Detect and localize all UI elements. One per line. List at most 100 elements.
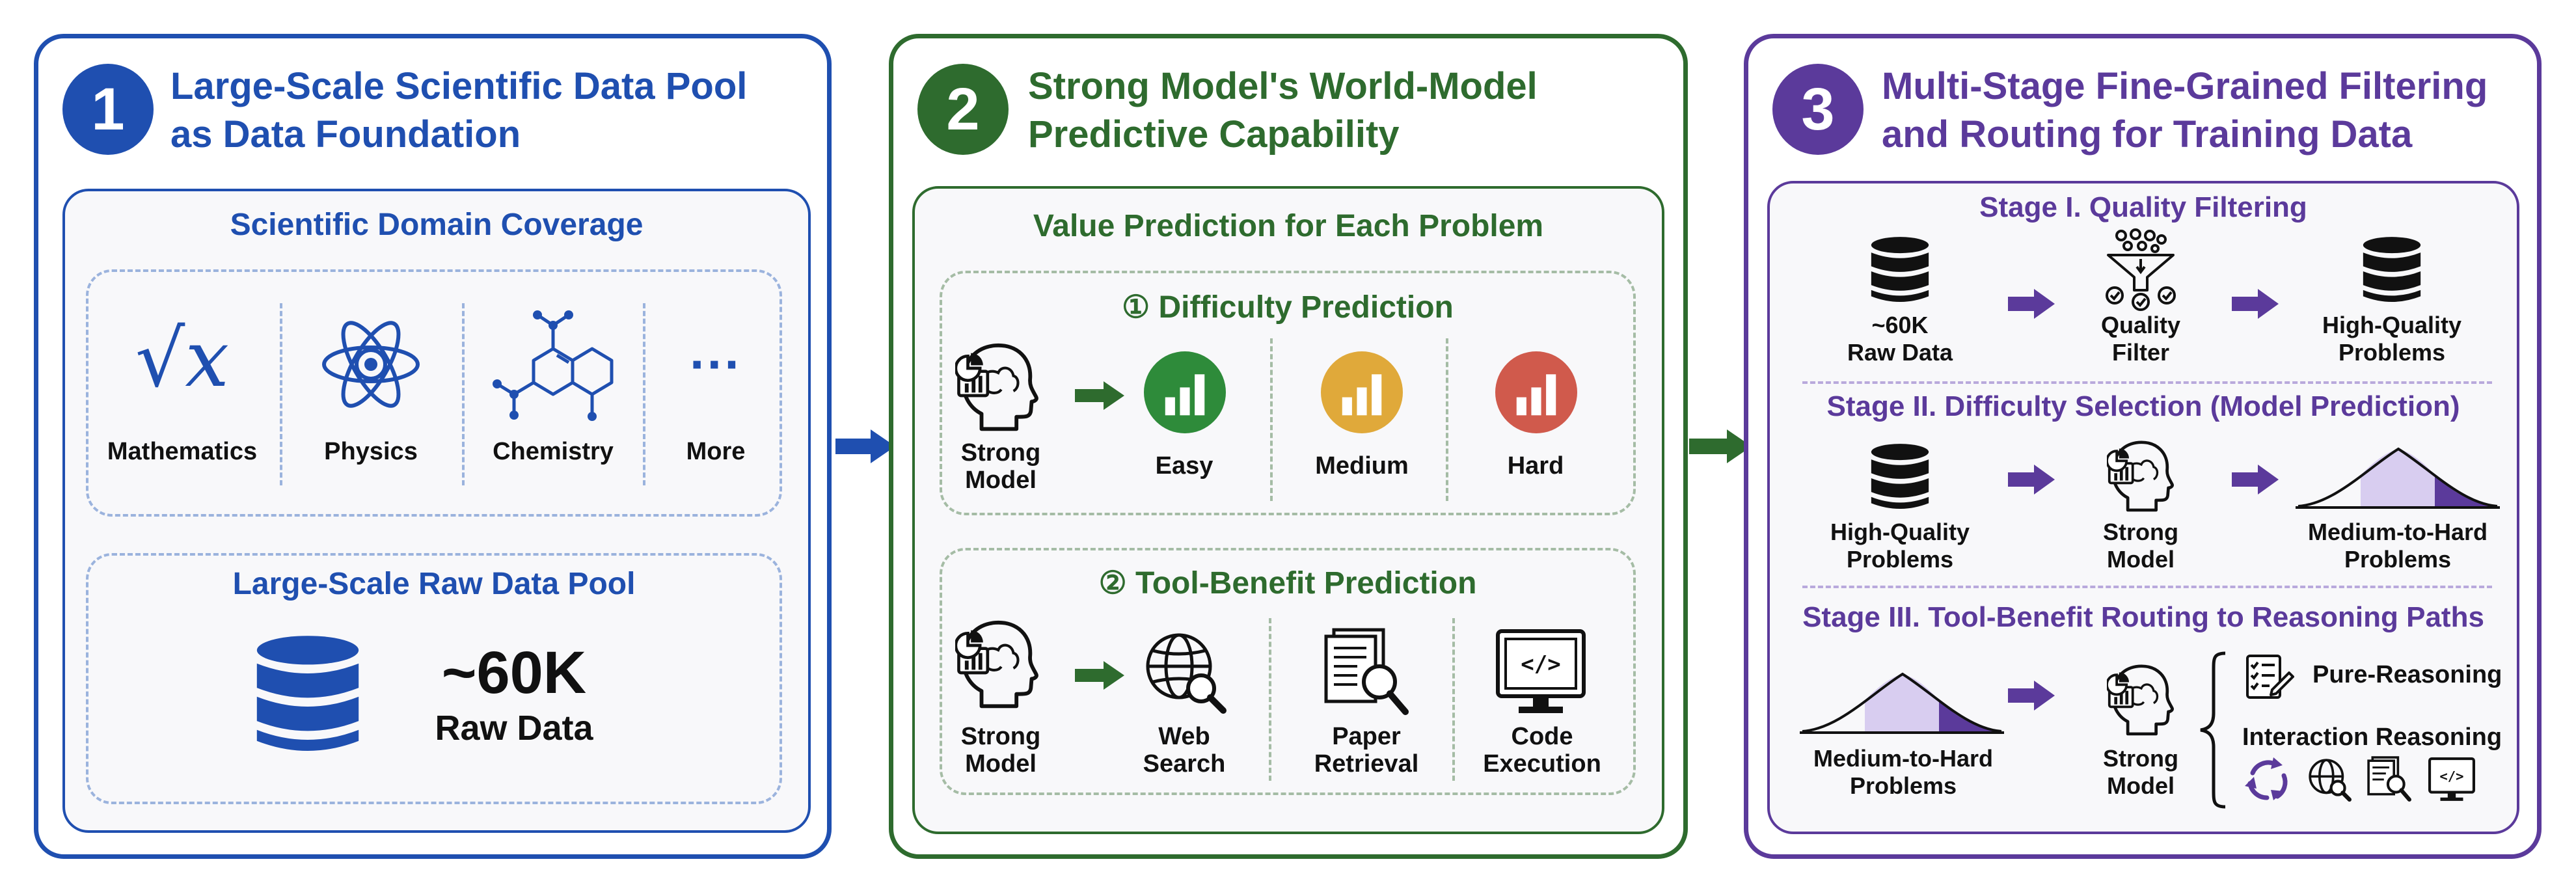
- svg-text:</>: </>: [1521, 651, 1560, 677]
- database-icon: [1871, 237, 1929, 302]
- difficulty-label-hard: Hard: [1507, 452, 1564, 480]
- difficulty-divider: [1446, 338, 1448, 501]
- stage2-output-label: Medium-to-Hard: [2308, 519, 2488, 545]
- difficulty-label-easy: Easy: [1155, 452, 1213, 480]
- panel1-title-line1: Large-Scale Scientific Data Pool: [170, 65, 748, 107]
- strong-model-head-icon: [955, 618, 1040, 709]
- stage3-input-label: Problems: [1849, 772, 1957, 799]
- molecule-icon: [493, 310, 614, 421]
- code-execution-icon: </>: [1496, 629, 1586, 713]
- difficulty-prediction-title: ① Difficulty Prediction: [1122, 290, 1454, 325]
- interaction-reasoning-label: Interaction Reasoning: [2242, 724, 2502, 751]
- routing-brace-icon: [2200, 651, 2226, 809]
- stage1-filter-label: Filter: [2111, 339, 2169, 366]
- panel1-title-line2: as Data Foundation: [170, 113, 521, 156]
- strong-model-label: Strong: [960, 723, 1041, 750]
- stage2-output-label: Problems: [2344, 546, 2452, 573]
- pool-title: Large-Scale Raw Data Pool: [232, 567, 636, 601]
- stage1-raw-label: Raw Data: [1847, 339, 1953, 366]
- web-search-icon: [1146, 633, 1227, 714]
- svg-text:</>: </>: [2439, 768, 2463, 784]
- arrow-panel1-to-panel2: [835, 429, 895, 463]
- pool-count: ~60K: [441, 640, 587, 706]
- tool-label-web-search: Web: [1158, 723, 1210, 750]
- domain-divider: [280, 303, 282, 485]
- tool-label-paper-retrieval: Retrieval: [1314, 750, 1419, 778]
- stage1-title: Stage I. Quality Filtering: [1979, 191, 2307, 223]
- domain-divider: [643, 303, 645, 485]
- stage1-output-label: High-Quality: [2322, 312, 2461, 338]
- database-icon: [256, 636, 359, 751]
- strong-model-label: Model: [965, 750, 1037, 778]
- stage2-input-label: High-Quality: [1830, 519, 1970, 545]
- code-execution-icon: </>: [2428, 757, 2475, 801]
- pool-label: Raw Data: [435, 709, 593, 748]
- cycle-arrows-icon: [2245, 757, 2288, 800]
- hard-bars-icon: [1495, 351, 1577, 433]
- arrow-right-icon: [1075, 381, 1124, 410]
- domain-coverage-box: [86, 269, 782, 517]
- domain-label-mathematics: Mathematics: [107, 438, 258, 465]
- arrow-panel2-to-panel3: [1689, 429, 1752, 463]
- stage-divider: [1802, 586, 2492, 588]
- tool-divider: [1452, 618, 1455, 781]
- stage1-output-label: Problems: [2338, 339, 2446, 366]
- stage-divider: [1802, 381, 2492, 384]
- database-icon: [2363, 237, 2421, 302]
- stage3-model-label: Model: [2107, 772, 2175, 799]
- paper-retrieval-icon: [2367, 756, 2411, 802]
- distribution-curve-icon: [1800, 672, 2004, 734]
- panel3-title-line1: Multi-Stage Fine-Grained Filtering: [1882, 65, 2488, 107]
- stage2-input-label: Problems: [1846, 546, 1954, 573]
- arrow-right-icon: [2232, 465, 2279, 494]
- arrow-right-icon: [2008, 289, 2055, 319]
- paper-retrieval-icon: [1324, 628, 1409, 715]
- tool-label-code-execution: Execution: [1483, 750, 1601, 778]
- stage1-raw-label: ~60K: [1871, 312, 1929, 338]
- domain-label-more: More: [686, 438, 746, 465]
- panel1-content-box: [62, 189, 811, 833]
- panel2-title-line1: Strong Model's World-Model: [1028, 65, 1538, 107]
- domain-divider: [462, 303, 465, 485]
- panel2-content-box: [912, 186, 1664, 834]
- domain-label-physics: Physics: [324, 438, 418, 465]
- difficulty-prediction-box: [940, 271, 1636, 515]
- step-number-3: 3: [1772, 64, 1864, 155]
- arrow-right-icon: [2008, 465, 2055, 494]
- tool-benefit-box: [940, 548, 1636, 795]
- medium-bars-icon: [1321, 351, 1403, 433]
- strong-model-head-icon: [2107, 439, 2175, 513]
- strong-model-head-icon: [2107, 662, 2175, 737]
- atom-icon: [322, 321, 420, 408]
- database-icon: [1871, 444, 1929, 509]
- difficulty-label-medium: Medium: [1315, 452, 1409, 480]
- pure-reasoning-label: Pure-Reasoning: [2312, 661, 2502, 688]
- raw-data-pool-box: [86, 553, 782, 804]
- ellipsis-icon: ···: [690, 335, 742, 393]
- easy-bars-icon: [1144, 351, 1226, 433]
- stage2-title: Stage II. Difficulty Selection (Model Pr…: [1826, 390, 2460, 422]
- tool-label-code-execution: Code: [1511, 723, 1573, 750]
- arrow-right-icon: [2008, 681, 2055, 711]
- panel3-title-line2: and Routing for Training Data: [1882, 113, 2413, 156]
- arrow-right-icon: [2232, 289, 2279, 319]
- distribution-curve-icon: [2296, 447, 2500, 509]
- stage1-filter-label: Quality: [2100, 312, 2181, 338]
- tool-divider: [1269, 618, 1271, 781]
- stage3-input-label: Medium-to-Hard: [1813, 745, 1993, 772]
- tool-label-web-search: Search: [1143, 750, 1226, 778]
- stage2-model-label: Model: [2107, 546, 2175, 573]
- stage3-title: Stage III. Tool-Benefit Routing to Reaso…: [1802, 601, 2484, 633]
- difficulty-divider: [1270, 338, 1273, 501]
- checklist-pencil-icon: [2246, 655, 2294, 699]
- web-search-icon: [2309, 759, 2352, 802]
- panel2-title-line2: Predictive Capability: [1028, 113, 1400, 156]
- coverage-title: Scientific Domain Coverage: [230, 208, 644, 242]
- sqrt-x-icon: √x: [135, 314, 230, 405]
- tool-label-paper-retrieval: Paper: [1332, 723, 1401, 750]
- stage2-model-label: Strong: [2103, 519, 2178, 545]
- strong-model-label: Model: [965, 467, 1037, 494]
- stage3-model-label: Strong: [2103, 745, 2178, 772]
- step-number-1: 1: [62, 64, 154, 155]
- value-prediction-title: Value Prediction for Each Problem: [1033, 209, 1544, 243]
